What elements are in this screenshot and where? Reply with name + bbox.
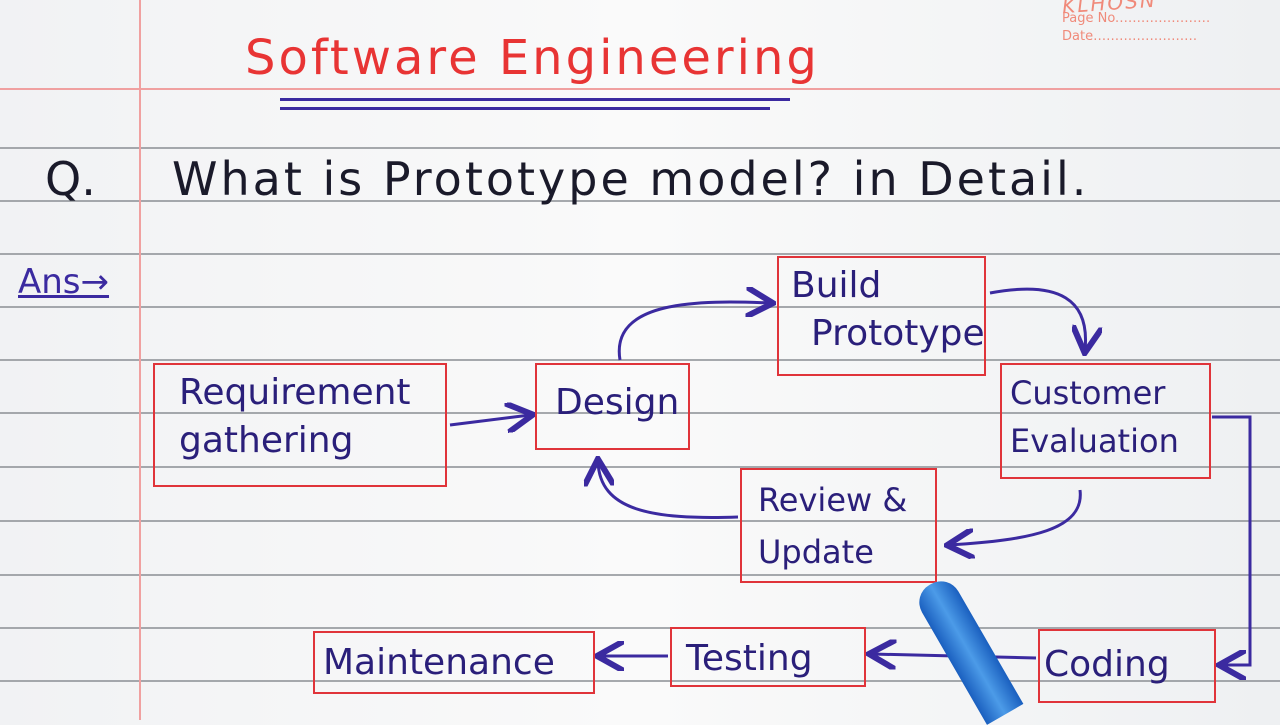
arrow-evaluation-review <box>950 489 1082 545</box>
page-header: KLHOSN Page No.………………… Date…………………… <box>1061 0 1210 46</box>
node-coding: Coding <box>1038 629 1216 703</box>
title-underline <box>280 98 790 101</box>
margin-line <box>139 0 141 720</box>
node-design: Design <box>535 363 690 450</box>
node-label: Customer <box>1010 374 1166 412</box>
node-label: Testing <box>686 638 813 679</box>
notebook-line <box>0 466 1280 468</box>
arrow-requirement-design <box>449 415 530 425</box>
node-label: Requirement <box>179 372 411 413</box>
header-line <box>0 88 1280 90</box>
page-no-label: Page No. <box>1062 11 1120 26</box>
node-label: Update <box>758 533 874 571</box>
node-label: Build <box>791 265 882 306</box>
notebook-line <box>0 627 1280 629</box>
question-marker: Q. <box>45 152 96 206</box>
notebook-line <box>0 680 1280 682</box>
arrow-build-evaluation <box>989 287 1086 350</box>
node-customer-evaluation: Customer Evaluation <box>1000 363 1211 479</box>
node-label: Evaluation <box>1010 422 1179 460</box>
node-build-prototype: Build Prototype <box>777 256 986 376</box>
node-label: gathering <box>179 420 354 461</box>
node-label: Maintenance <box>323 642 555 683</box>
notebook-line <box>0 200 1280 202</box>
notebook-line <box>0 520 1280 522</box>
node-testing: Testing <box>670 627 866 687</box>
notebook-line <box>0 359 1280 361</box>
title-underline <box>280 107 770 110</box>
node-review-update: Review & Update <box>740 468 937 583</box>
node-label: Prototype <box>811 313 985 354</box>
notebook-line <box>0 306 1280 308</box>
notebook-line <box>0 253 1280 255</box>
page-title: Software Engineering <box>245 30 820 86</box>
answer-label: Ans→ <box>18 262 110 302</box>
question-text: What is Prototype model? in Detail. <box>172 152 1090 206</box>
arrow-evaluation-coding <box>1212 415 1252 665</box>
node-label: Coding <box>1044 644 1170 685</box>
node-label: Design <box>555 382 680 423</box>
node-maintenance: Maintenance <box>313 631 595 694</box>
arrow-review-design <box>598 462 739 519</box>
notebook-line <box>0 574 1280 576</box>
node-requirement-gathering: Requirement gathering <box>153 363 447 487</box>
notebook-line <box>0 147 1280 149</box>
node-label: Review & <box>758 481 908 519</box>
date-label: Date <box>1062 29 1094 44</box>
notebook-line <box>0 412 1280 414</box>
arrow-design-build <box>617 302 770 361</box>
